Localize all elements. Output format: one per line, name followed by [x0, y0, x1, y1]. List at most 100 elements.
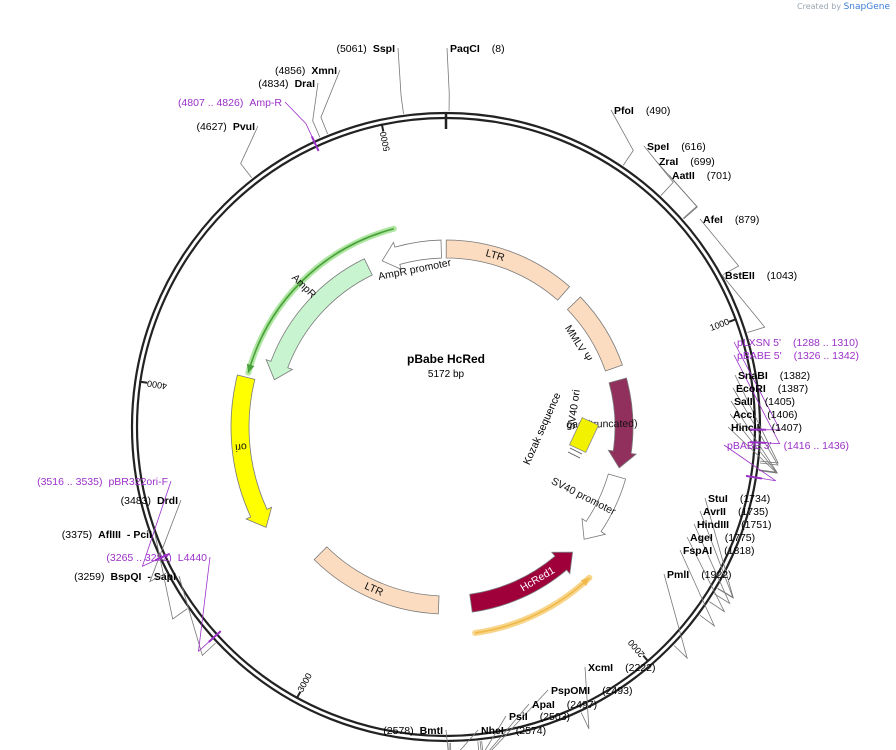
feature-ori[interactable]: ori [230, 374, 273, 528]
site-position: (1775) [725, 532, 755, 544]
primer-tick [745, 474, 762, 480]
site-aatii[interactable]: AatII(701) [668, 170, 731, 220]
site-position: (616) [681, 141, 706, 153]
site-bsteii[interactable]: BstEII(1043) [721, 270, 797, 333]
site-label: AatII(701) [672, 170, 731, 182]
site-hincii[interactable]: HincII(1407) [727, 422, 802, 474]
site-spei[interactable]: SpeI(616) [643, 141, 706, 196]
site-apai[interactable]: ApaI(2497) [479, 699, 597, 750]
primer-tick [749, 441, 766, 444]
site-fspai[interactable]: FspAI(1818) [679, 545, 755, 628]
site-label: (5061)SspI [336, 43, 395, 55]
site-name: BspQI [110, 571, 141, 583]
site-l4440[interactable]: (3265 .. 3282)L4440 [106, 552, 213, 653]
feature-sv40-promoter[interactable]: SV40 promoter [549, 473, 627, 540]
site-label: pBABE 5'(1326 .. 1342) [737, 350, 859, 362]
site-label: SpeI(616) [647, 141, 706, 153]
site-position: (1818) [724, 545, 754, 557]
tick-mark [642, 654, 650, 663]
site-position: (1407) [772, 422, 802, 434]
feature-shape[interactable] [445, 239, 571, 301]
site-avrii[interactable]: AvrII(1735) [699, 506, 768, 599]
site-xcmi[interactable]: XcmI(2222) [580, 662, 655, 730]
site-afliii[interactable]: (3375)AflIII- PciI [62, 529, 188, 620]
site-label: NheI(2574) [481, 725, 546, 737]
site-leader-line [723, 444, 776, 482]
site-paqci[interactable]: PaqCI(8) [446, 43, 505, 112]
site-position: (1735) [738, 506, 768, 518]
feature-mmlv-[interactable]: MMLV Ψ [562, 296, 623, 372]
site-label: StuI(1734) [708, 493, 770, 505]
site-name: AatII [672, 170, 695, 182]
site-label: (3516 .. 3535)pBR322ori-F [37, 476, 168, 488]
feature-shape[interactable] [230, 374, 273, 528]
feature-shape[interactable] [607, 377, 638, 469]
feature-ampr-promoter[interactable]: AmpR promoter [377, 239, 453, 283]
site-pbr322ori-f[interactable]: (3516 .. 3535)pBR322ori-F [37, 476, 172, 568]
site-leader-line [479, 703, 530, 750]
site-pfoi[interactable]: PfoI(490) [610, 105, 670, 166]
snapgene-credit: Created by SnapGene [797, 2, 890, 12]
site-afei[interactable]: AfeI(879) [699, 214, 759, 276]
feature-shape[interactable] [469, 551, 574, 613]
site-leader-line [397, 47, 404, 114]
site-leader-line [154, 533, 188, 620]
primer-tick [208, 630, 222, 643]
site-position: (2493) [602, 685, 632, 697]
site-pbabe-3-[interactable]: pBABE 3'(1416 .. 1436) [723, 440, 849, 482]
site-pspomi[interactable]: PspOMI(2493) [481, 685, 633, 750]
site-name: XmnI [311, 65, 337, 77]
site-name: PsiI [509, 711, 528, 723]
site-name: DraI [295, 78, 316, 90]
inner-feature-label: SV40 ori [565, 389, 582, 431]
feature-ltr[interactable]: LTR [313, 546, 440, 615]
site-pvui[interactable]: (4627)PvuI [196, 121, 259, 179]
site-label: (4834)DraI [258, 78, 315, 90]
site-ecori[interactable]: EcoRI(1387) [732, 383, 808, 466]
site-leader-line [732, 387, 779, 466]
feature-shape[interactable] [313, 546, 440, 615]
site-drai[interactable]: (4834)DraI [258, 78, 321, 138]
site-leader-line [733, 341, 781, 431]
site-bspqi[interactable]: (3259)BspQI- SapI [74, 571, 216, 657]
site-label: (3265 .. 3282)L4440 [106, 552, 207, 564]
site-sspi[interactable]: (5061)SspI [336, 43, 404, 114]
site-amp-r[interactable]: (4807 .. 4826)Amp-R [178, 97, 314, 141]
site-nhei[interactable]: NheI(2574) [450, 725, 547, 750]
site-label: pLXSN 5'(1288 .. 1310) [737, 337, 858, 349]
feature-shape[interactable] [566, 296, 623, 372]
feature-shape[interactable] [265, 258, 373, 381]
plasmid-name: pBabe HcRed [407, 352, 485, 366]
kozak-mark [569, 447, 583, 455]
site-plxsn-5-[interactable]: pLXSN 5'(1288 .. 1310) [733, 337, 858, 431]
feature-ltr[interactable]: LTR [445, 239, 571, 301]
site-name: NheI [481, 725, 504, 737]
site-psii[interactable]: PsiI(2503) [477, 711, 570, 750]
feature-ampr[interactable]: AmpR [265, 258, 373, 381]
inner-feature-label: Kozak sequence [521, 391, 564, 467]
site-pmli[interactable]: PmlI(1922) [663, 569, 732, 660]
site-bmti[interactable]: (2578)BmtI [383, 725, 450, 750]
site-name: AflIII [98, 529, 121, 541]
site-hindiii[interactable]: HindIII(1751) [693, 519, 771, 605]
feature-shape[interactable] [381, 239, 442, 270]
site-sali[interactable]: SalI(1405) [730, 396, 795, 473]
sv40-ori-box[interactable] [568, 417, 600, 453]
site-name: SnaBI [738, 370, 768, 382]
feature-shape[interactable] [581, 473, 627, 540]
site-drdi[interactable]: (3483)DrdI [121, 495, 182, 583]
site-name: pBABE 3' [727, 440, 772, 452]
highlight-line [247, 227, 394, 373]
site-name: SalI [734, 396, 753, 408]
site-snabi[interactable]: SnaBI(1382) [734, 370, 810, 464]
site-pbabe-5-[interactable]: pBABE 5'(1326 .. 1342) [733, 350, 859, 445]
site-leader-line [699, 510, 734, 599]
site-leader-line [663, 573, 688, 660]
highlight-line [475, 577, 590, 634]
tick-label: 5000 [378, 131, 392, 153]
site-xmni[interactable]: (4856)XmnI [275, 65, 341, 135]
highlight-arrowhead [246, 363, 255, 373]
site-agei[interactable]: AgeI(1775) [686, 532, 755, 613]
site-leader-line [721, 274, 766, 333]
site-leader-line [734, 374, 779, 464]
